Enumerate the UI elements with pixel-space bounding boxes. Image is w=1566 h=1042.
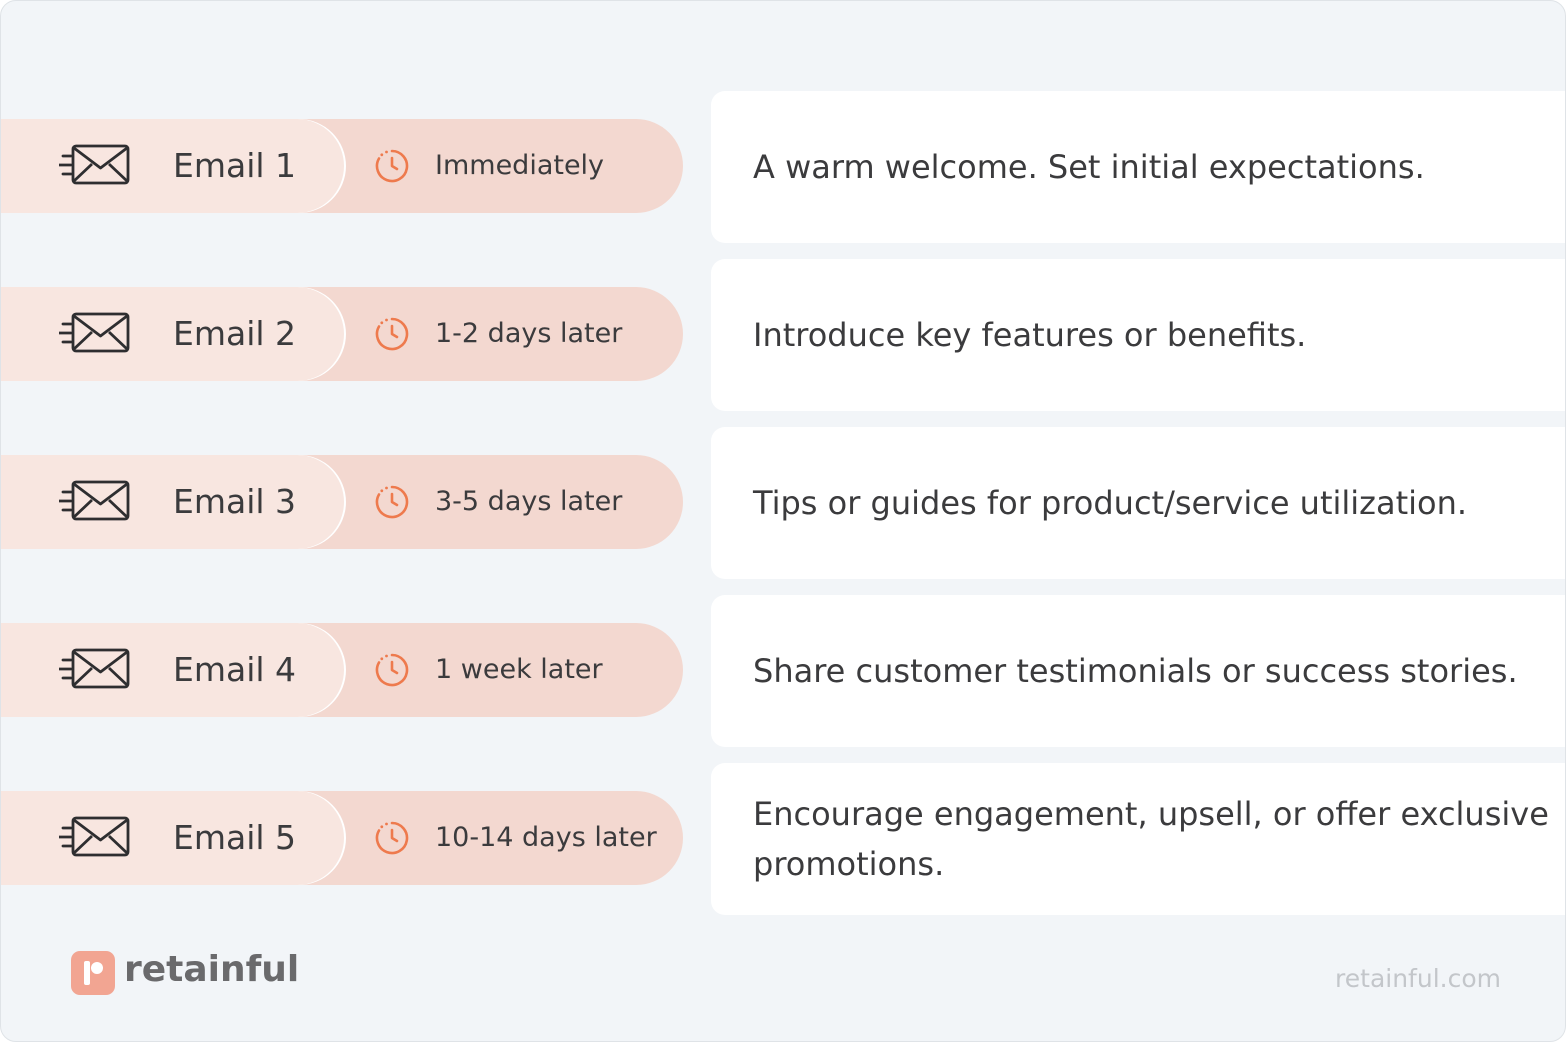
description-card: Tips or guides for product/service utili… [711, 427, 1565, 579]
sequence-step: Immediately Email 1 A warm welcome. Set … [1, 91, 1565, 243]
description-text: Encourage engagement, upsell, or offer e… [753, 795, 1549, 883]
timing-label: 3-5 days later [435, 486, 623, 517]
email-label: Email 5 [173, 818, 297, 857]
email-pill: Email 2 [1, 287, 344, 381]
clock-icon [375, 149, 409, 183]
description-card: Share customer testimonials or success s… [711, 595, 1565, 747]
sequence-step: 1-2 days later Email 2 Introduce key fea… [1, 259, 1565, 411]
brand-name: retainful [124, 949, 300, 990]
description-card: A warm welcome. Set initial expectations… [711, 91, 1565, 243]
timing-label: 1-2 days later [435, 318, 623, 349]
description-text: A warm welcome. Set initial expectations… [753, 148, 1425, 186]
clock-icon [375, 485, 409, 519]
timing-label: 10-14 days later [435, 822, 657, 853]
email-pill: Email 1 [1, 119, 344, 213]
mail-icon [59, 312, 130, 353]
email-label: Email 2 [173, 314, 297, 353]
sequence-step: 3-5 days later Email 3 Tips or guides fo… [1, 427, 1565, 579]
mail-icon [59, 816, 130, 857]
mail-icon [59, 480, 130, 521]
email-pill: Email 3 [1, 455, 344, 549]
description-text: Tips or guides for product/service utili… [753, 484, 1468, 522]
email-label: Email 1 [173, 146, 297, 185]
description-text: Introduce key features or benefits. [753, 316, 1307, 354]
mail-icon [59, 144, 130, 185]
clock-icon [375, 821, 409, 855]
sequence-step: 1 week later Email 4 Share customer test… [1, 595, 1565, 747]
email-pill: Email 5 [1, 791, 344, 885]
email-label: Email 3 [173, 482, 297, 521]
description-text: Share customer testimonials or success s… [753, 652, 1518, 690]
sequence-step: 10-14 days later Email 5 Encourage engag… [1, 763, 1565, 915]
timing-label: Immediately [435, 150, 605, 181]
logo-mark-icon [71, 951, 115, 995]
timing-label: 1 week later [435, 654, 603, 685]
mail-icon [59, 648, 130, 689]
email-label: Email 4 [173, 650, 297, 689]
email-pill: Email 4 [1, 623, 344, 717]
description-card: Introduce key features or benefits. [711, 259, 1565, 411]
clock-icon [375, 317, 409, 351]
brand-url: retainful.com [1335, 964, 1501, 993]
description-card: Encourage engagement, upsell, or offer e… [711, 763, 1565, 915]
clock-icon [375, 653, 409, 687]
